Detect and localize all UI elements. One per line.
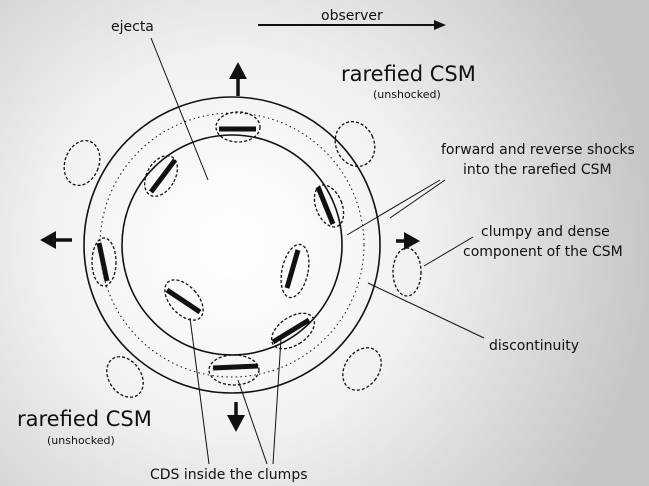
observer-arrow-icon (258, 20, 446, 30)
clumpy-leader (423, 236, 474, 267)
shocks-label-line2: into the rarefied CSM (463, 162, 612, 178)
rarefied-csm-bottom-label: rarefied CSM (17, 407, 152, 431)
shocks-label-line1: forward and reverse shocks (441, 142, 635, 158)
arrow-right-icon (396, 232, 420, 250)
rarefied-csm-top-label: rarefied CSM (341, 62, 476, 86)
arrow-up-icon (229, 62, 247, 96)
discontinuity-label: discontinuity (489, 338, 579, 354)
forward-shock-circle (83, 96, 381, 394)
cds-leader (272, 338, 282, 465)
shock-leader-reverse (346, 179, 441, 236)
clumpy-label-line1: clumpy and dense (481, 224, 610, 240)
cds-bar (315, 186, 336, 225)
ejecta-label: ejecta (111, 19, 154, 35)
leader-lines (150, 37, 485, 465)
outer-clump (63, 139, 101, 187)
outer-clump (106, 356, 144, 398)
clumpy-label-line2: component of the CSM (463, 244, 623, 260)
clump-top (215, 111, 261, 143)
expansion-arrows (40, 62, 420, 432)
shock-leader-forward (389, 179, 446, 219)
clump-inner-left (164, 279, 204, 321)
unshocked-bottom-label: (unshocked) (47, 434, 115, 447)
cds-bar (165, 287, 202, 315)
cds-bar (96, 242, 110, 282)
reverse-shock-circle (121, 134, 343, 356)
cds-bar (284, 249, 301, 289)
cds-bar (149, 158, 177, 194)
cds-label: CDS inside the clumps (150, 467, 308, 483)
clump-lower-right (270, 312, 316, 350)
cds-bar (271, 317, 311, 345)
cds-leader (237, 379, 268, 465)
ejecta-leader (150, 37, 209, 181)
outer-clump (342, 347, 382, 391)
arrow-down-icon (227, 402, 245, 432)
clump-upper-left (143, 155, 179, 197)
cds-bar (212, 363, 259, 371)
cds-leader (189, 317, 210, 465)
arrow-left-icon (40, 231, 72, 249)
clump-right-upper (313, 184, 345, 228)
discontinuity-leader (367, 282, 485, 339)
observer-label: observer (321, 8, 383, 24)
clump-bottom (208, 354, 260, 386)
clump-left (91, 237, 117, 287)
outer-clump (334, 121, 376, 167)
clump-inner-right (280, 243, 310, 299)
unshocked-top-label: (unshocked) (373, 88, 441, 101)
